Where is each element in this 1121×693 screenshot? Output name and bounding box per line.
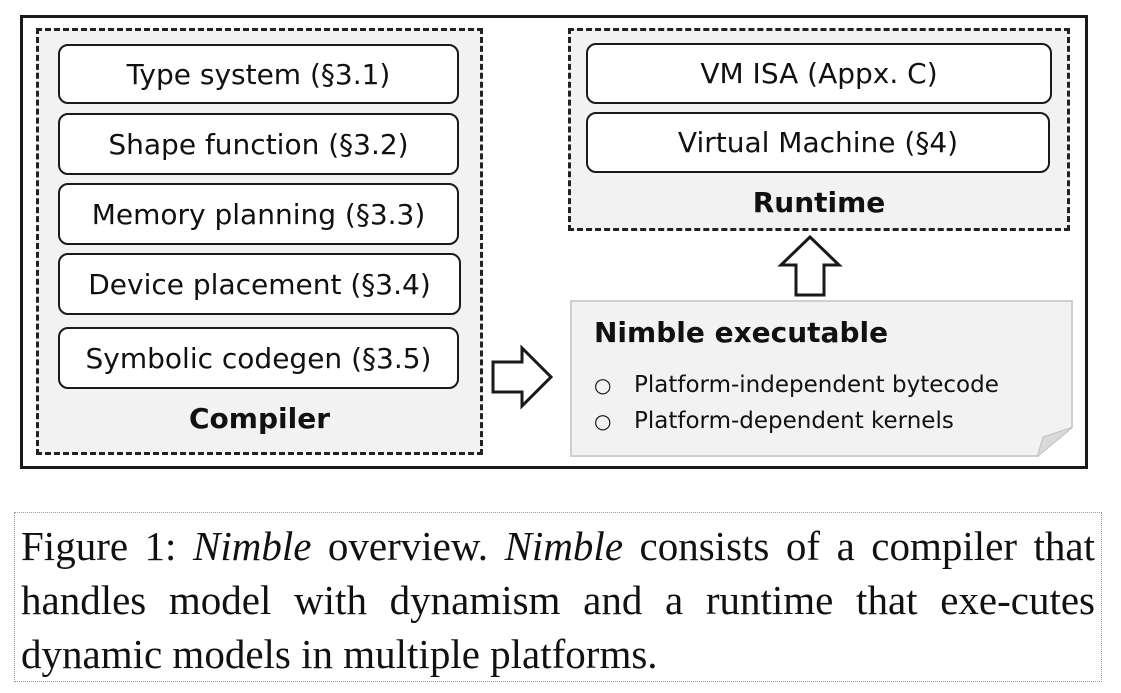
executable-box: Nimble executable ○ Platform-independent … — [570, 300, 1073, 457]
bullet-circle-icon: ○ — [594, 409, 612, 433]
figure-caption: Figure 1: Nimble overview. Nimble consis… — [14, 512, 1102, 682]
runtime-box-vm-isa: VM ISA (Appx. C) — [586, 43, 1052, 104]
compiler-box-symbolic-codegen: Symbolic codegen (§3.5) — [58, 327, 459, 389]
runtime-title: Runtime — [752, 186, 886, 219]
compiler-title: Compiler — [189, 402, 330, 435]
caption-text: overview. — [311, 523, 505, 569]
executable-item-kernels: ○ Platform-dependent kernels — [594, 408, 954, 434]
right-arrow-icon — [491, 344, 554, 410]
bullet-circle-icon: ○ — [594, 373, 612, 397]
caption-name: Nimble — [192, 523, 312, 569]
executable-title: Nimble executable — [594, 316, 889, 349]
compiler-box-device-placement: Device placement (§3.4) — [58, 253, 461, 315]
runtime-box-virtual-machine: Virtual Machine (§4) — [586, 112, 1050, 173]
executable-item-label: Platform-independent bytecode — [634, 372, 999, 398]
caption-label: Figure 1: — [21, 523, 193, 569]
caption-text: consists of a compiler that handles mode… — [21, 523, 1095, 677]
executable-item-bytecode: ○ Platform-independent bytecode — [594, 372, 999, 398]
compiler-box-memory-planning: Memory planning (§3.3) — [58, 183, 459, 245]
executable-item-label: Platform-dependent kernels — [634, 408, 954, 434]
compiler-box-shape-function: Shape function (§3.2) — [58, 113, 459, 175]
caption-name: Nimble — [504, 523, 624, 569]
page-fold-icon — [1037, 427, 1073, 457]
up-arrow-icon — [777, 234, 843, 297]
compiler-box-type-system: Type system (§3.1) — [58, 44, 459, 104]
